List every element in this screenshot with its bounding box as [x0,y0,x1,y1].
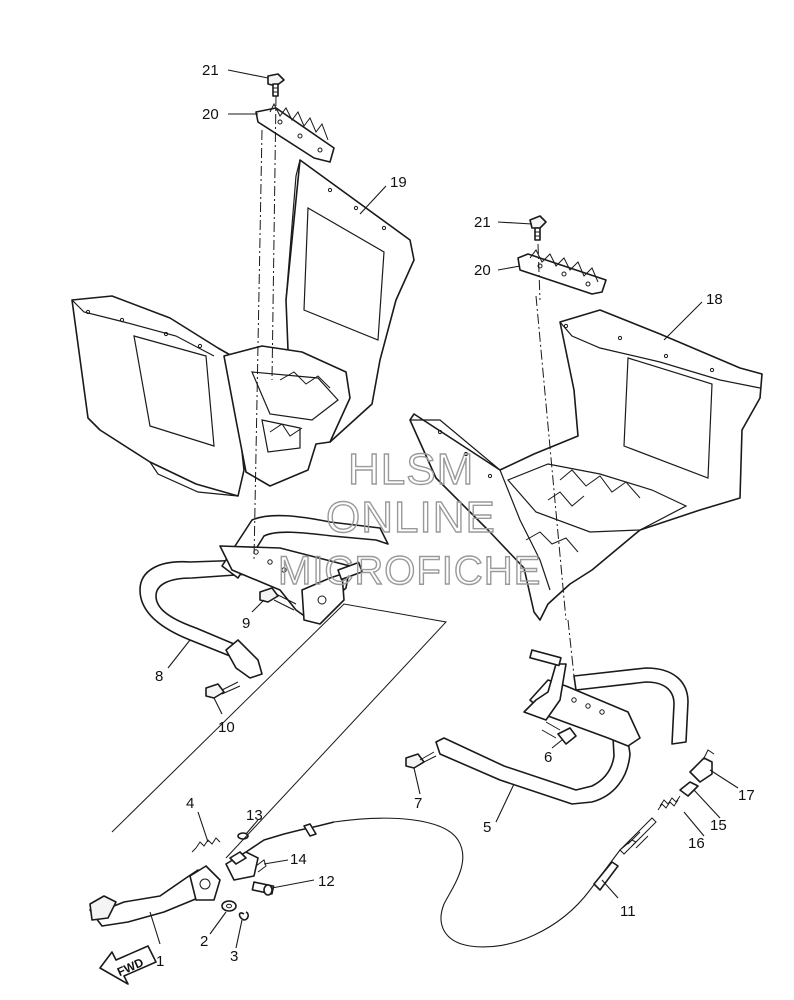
right-footpeg-bolt [529,215,547,241]
right-footrest-guard [409,309,763,621]
callout-10: 10 [218,719,235,736]
callout-9: 9 [242,615,250,632]
clevis-pin [251,881,275,896]
callout-16: 16 [688,835,705,852]
callout-labels: 21 20 19 21 20 18 8 9 10 6 7 5 17 15 16 … [155,62,755,970]
bolt-10 [205,681,241,699]
alignment-lines [111,95,575,859]
brake-washer [221,900,237,912]
clevis-bracket [225,851,259,881]
watermark-line-3: MICROFICHE [278,549,541,593]
cable-collar [679,781,699,797]
brake-cable [245,817,657,948]
brake-pedal [89,865,221,927]
callout-14: 14 [290,851,307,868]
fwd-arrow: FWD [99,945,157,985]
left-footpeg-bolt [267,73,285,97]
cable-end-joint [689,749,715,783]
left-footrest-bar [139,514,389,679]
callout-17: 17 [738,787,755,804]
right-footpeg-plate [517,249,607,295]
bolt-6 [541,721,577,745]
callout-19: 19 [390,174,407,191]
callout-5: 5 [483,819,491,836]
bolt-7 [405,751,437,769]
callout-4: 4 [186,795,194,812]
brake-clip [238,911,249,921]
callout-3: 3 [230,948,238,965]
callout-21-right: 21 [474,214,491,231]
callout-2: 2 [200,933,208,950]
callout-20-right: 20 [474,262,491,279]
callout-20-left: 20 [202,106,219,123]
leader-lines [149,69,739,949]
callout-6: 6 [544,749,552,766]
cotter-pin [255,859,267,873]
watermark-line-1: HLSM [348,445,474,494]
callout-12: 12 [318,873,335,890]
callout-8: 8 [155,668,163,685]
left-footpeg-plate [255,102,335,163]
callout-1: 1 [156,953,164,970]
callout-7: 7 [414,795,422,812]
callout-21-left: 21 [202,62,219,79]
callout-13: 13 [246,807,263,824]
watermark: HLSM ONLINE MICROFICHE [277,444,541,593]
callout-15: 15 [710,817,727,834]
callout-11: 11 [620,903,636,920]
watermark-line-2: ONLINE [326,493,496,542]
right-footrest-bar [435,649,689,805]
cable-spring [657,795,681,811]
left-footrest-guard [71,159,415,497]
callout-18: 18 [706,291,723,308]
bolt-9 [259,587,297,611]
return-spring [191,837,221,853]
